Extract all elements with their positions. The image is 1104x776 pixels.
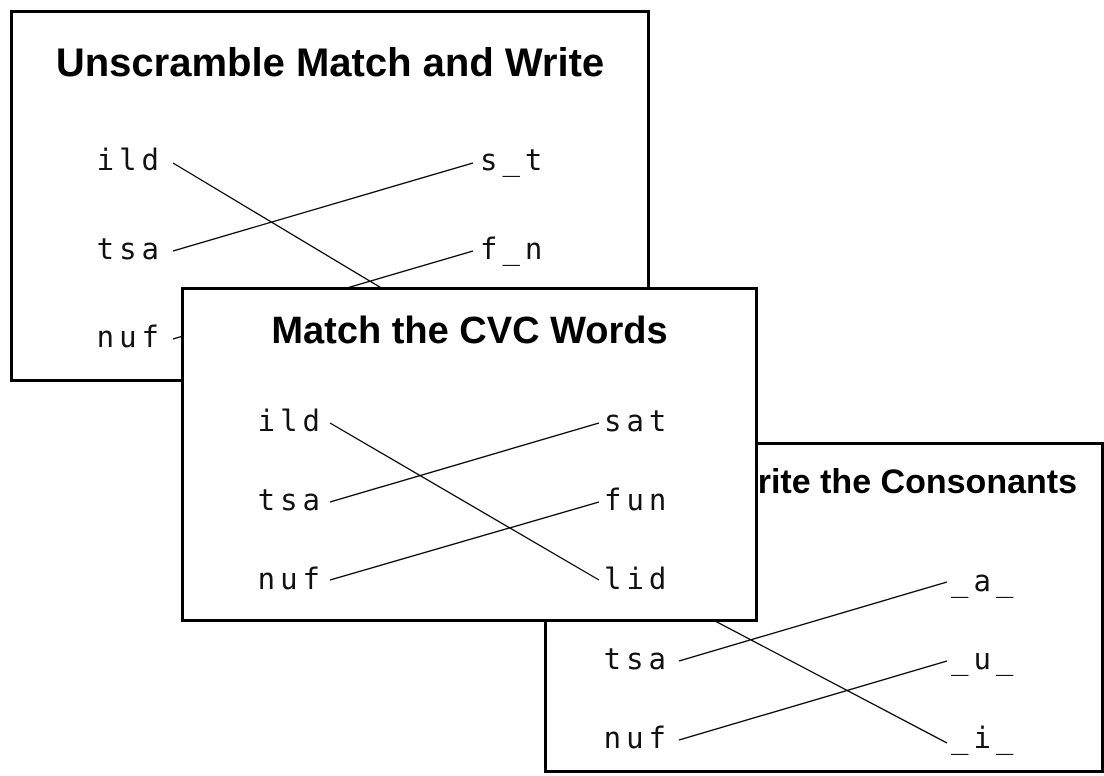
match-line-tsa-sat	[172, 162, 474, 252]
worksheet-card-cvc: Match the CVC Words ild tsa nuf sat fun …	[181, 287, 758, 622]
scrambled-word: nuf	[96, 320, 164, 354]
vowel-blank: _u_	[951, 642, 1019, 676]
card-title: Match the CVC Words	[271, 310, 668, 352]
card-title: Write the Consonants	[726, 463, 1077, 501]
answer-word: lid	[604, 562, 672, 596]
scrambled-word: ild	[96, 143, 164, 177]
match-line-tsa-a	[678, 581, 948, 662]
scrambled-word: nuf	[257, 562, 325, 596]
match-lines	[329, 422, 600, 581]
scrambled-word: tsa	[603, 642, 671, 676]
vowel-blank: _i_	[951, 721, 1019, 755]
partial-word: f_n	[480, 232, 548, 266]
scrambled-word: tsa	[96, 232, 164, 266]
match-line-nuf-fun	[329, 501, 600, 581]
match-line-tsa-sat	[329, 422, 600, 503]
vowel-blank: _a_	[951, 564, 1019, 598]
scrambled-word: ild	[257, 404, 325, 438]
answer-word: fun	[604, 483, 672, 517]
match-line-ild-lid	[329, 422, 600, 581]
match-line-nuf-u	[678, 660, 948, 741]
partial-word: s_t	[480, 143, 548, 177]
card-title: Unscramble Match and Write	[55, 41, 605, 85]
scrambled-word: nuf	[603, 721, 671, 755]
scrambled-word: tsa	[257, 483, 325, 517]
answer-word: sat	[604, 404, 672, 438]
